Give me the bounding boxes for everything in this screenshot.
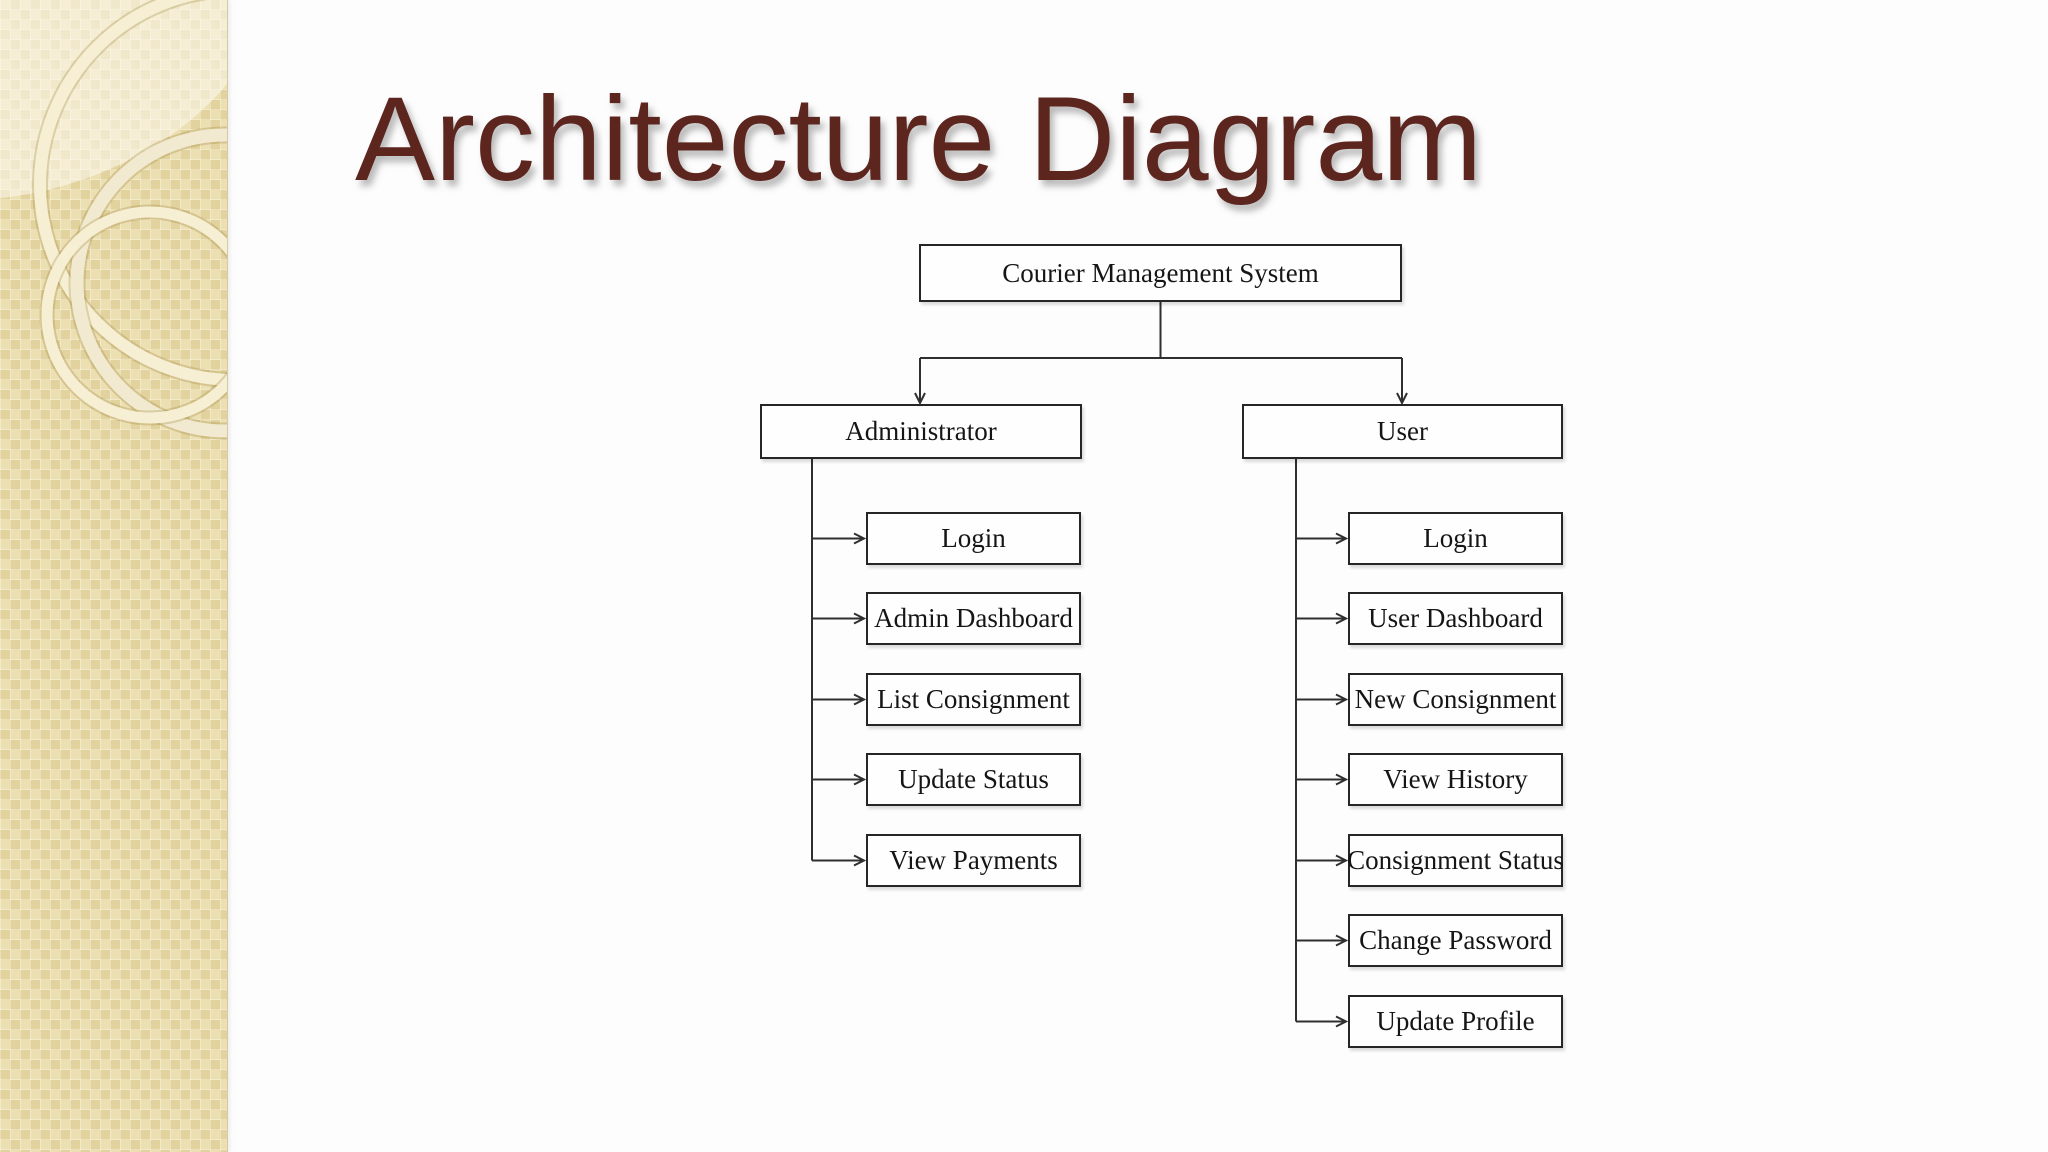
- node-user-login: Login: [1348, 512, 1563, 565]
- decorative-ring: [68, 126, 227, 440]
- node-admin-login: Login: [866, 512, 1081, 565]
- node-administrator: Administrator: [760, 404, 1082, 459]
- node-admin-dashboard: Admin Dashboard: [866, 592, 1081, 645]
- node-user: User: [1242, 404, 1563, 459]
- node-update-status: Update Status: [866, 753, 1081, 806]
- node-view-payments: View Payments: [866, 834, 1081, 887]
- decorative-light-ellipse: [0, 0, 227, 200]
- node-list-consignment: List Consignment: [866, 673, 1081, 726]
- slide-title: Architecture Diagram: [355, 72, 1483, 206]
- node-consignment-status: Consignment Status: [1347, 834, 1564, 887]
- decorative-ring: [39, 204, 227, 426]
- node-update-profile: Update Profile: [1348, 995, 1563, 1048]
- node-new-consignment: New Consignment: [1348, 673, 1563, 726]
- sidebar-decoration: [0, 0, 228, 1152]
- node-user-dashboard: User Dashboard: [1348, 592, 1563, 645]
- decorative-ring: [32, 0, 227, 388]
- decorative-rings-graphic: [0, 0, 227, 440]
- node-change-password: Change Password: [1348, 914, 1563, 967]
- node-view-history: View History: [1348, 753, 1563, 806]
- node-courier-management-system: Courier Management System: [919, 244, 1402, 302]
